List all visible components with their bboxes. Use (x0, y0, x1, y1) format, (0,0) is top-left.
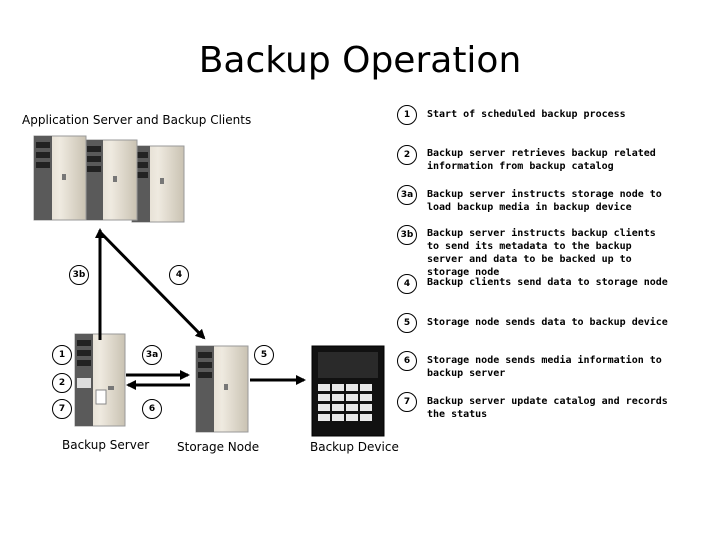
marker-3b: 3b (69, 265, 89, 285)
step-text-3b: Backup server instructs backup clients t… (427, 228, 656, 278)
step-num-7: 7 (397, 392, 417, 412)
storage-node-icon (195, 345, 249, 433)
step-text-4: Backup clients send data to storage node (427, 277, 668, 288)
marker-7: 7 (52, 399, 72, 419)
step-text-5: Storage node sends data to backup device (427, 317, 668, 328)
marker-1: 1 (52, 345, 72, 365)
page-title: Backup Operation (198, 40, 522, 81)
step-text-2: Backup server retrieves backup related i… (427, 148, 656, 172)
step-num-1: 1 (397, 105, 417, 125)
marker-2: 2 (52, 373, 72, 393)
step-text-7: Backup server update catalog and records… (427, 396, 668, 420)
marker-6: 6 (142, 399, 162, 419)
step-num-3a: 3a (397, 185, 417, 205)
step-num-3b: 3b (397, 225, 417, 245)
step-text-3a: Backup server instructs storage node to … (427, 189, 662, 213)
backup-device-icon (311, 345, 385, 437)
backup-server-label: Backup Server (62, 438, 150, 452)
step-num-2: 2 (397, 145, 417, 165)
step-num-5: 5 (397, 313, 417, 333)
step-num-4: 4 (397, 274, 417, 294)
marker-4: 4 (169, 265, 189, 285)
step-text-6: Storage node sends media information to … (427, 355, 662, 379)
backup-device-label: Backup Device (310, 440, 399, 454)
marker-3a: 3a (142, 345, 162, 365)
client-server-1-icon (33, 135, 87, 221)
step-text-1: Start of scheduled backup process (427, 109, 626, 120)
client-server-2-icon (84, 139, 138, 221)
client-server-3-icon (131, 145, 185, 223)
marker-5: 5 (254, 345, 274, 365)
storage-node-label: Storage Node (177, 440, 260, 454)
step-num-6: 6 (397, 351, 417, 371)
arrow-4 (98, 230, 206, 340)
clients-group-label: Application Server and Backup Clients (22, 113, 252, 127)
backup-server-icon (74, 333, 126, 427)
